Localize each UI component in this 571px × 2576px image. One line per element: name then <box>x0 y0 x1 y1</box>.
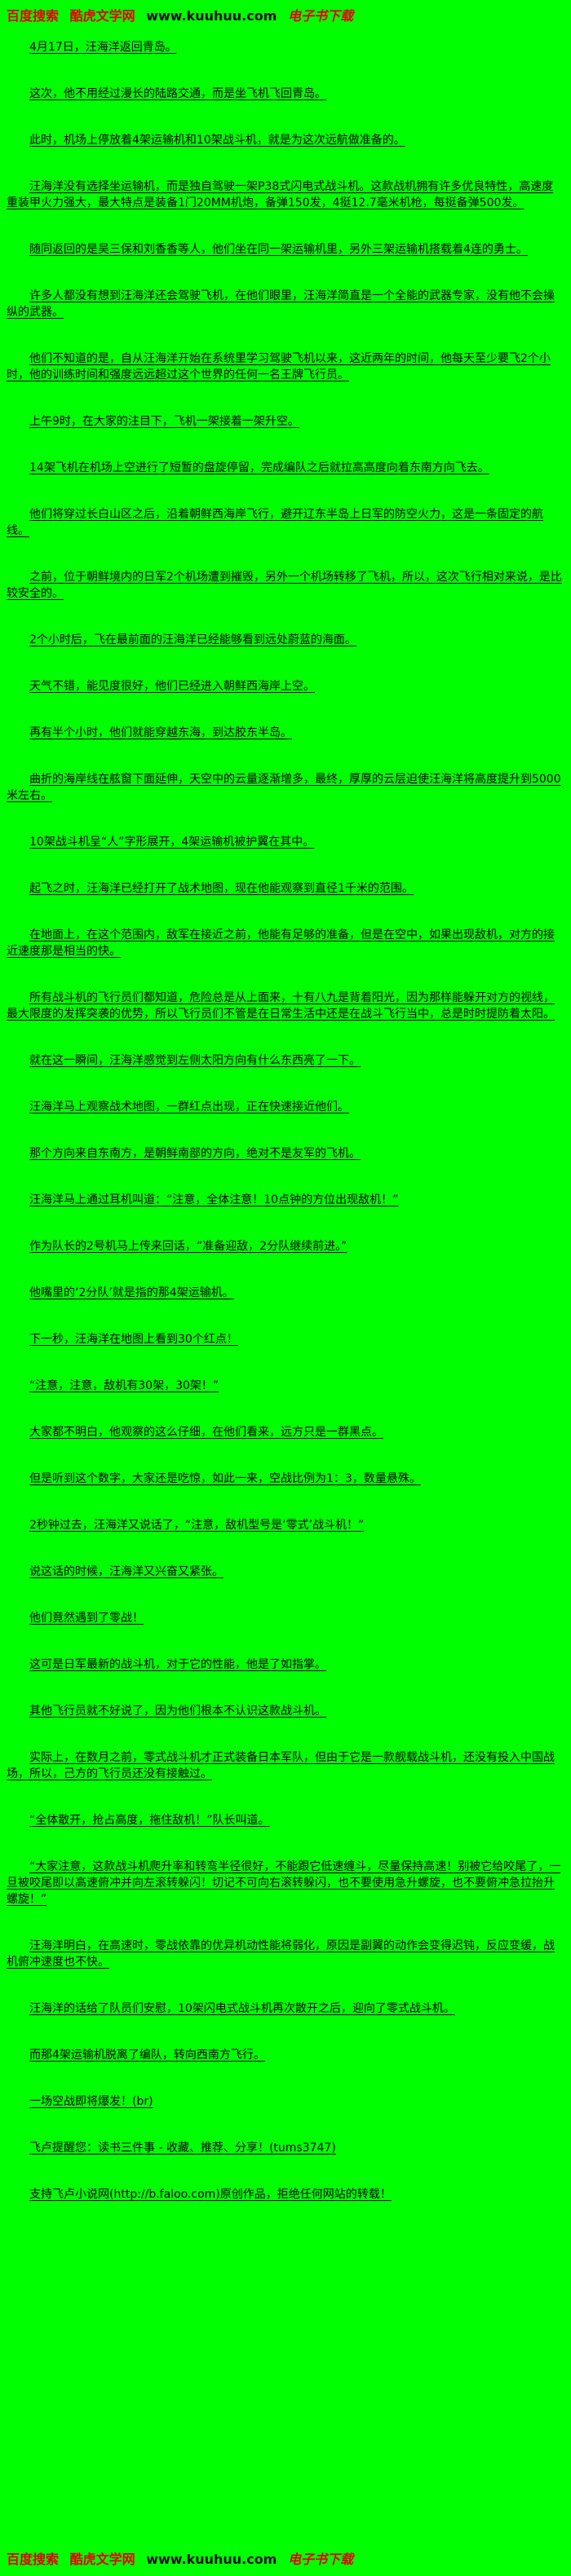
paragraph: “大家注意，这款战斗机爬升率和转弯半径很好，不能跟它低速缠斗，尽量保持高速！别被… <box>7 1860 561 1906</box>
header-ebook-download-label: 电子书下载 <box>287 8 353 24</box>
header-search-prefix: 百度搜索 <box>7 8 60 24</box>
paragraph: 汪海洋没有选择坐运输机，而是独自驾驶一架P38式闪电式战斗机。这款战机拥有许多优… <box>7 180 554 210</box>
paragraph: 作为队长的2号机马上传来回话，“准备迎敌，2分队继续前进。” <box>29 1240 347 1253</box>
chapter-content: 4月17日，汪海洋返回青岛。这次，他不用经过漫长的陆路交通，而是坐飞机飞回青岛。… <box>7 39 563 2211</box>
paragraph: 这可是日军最新的战斗机，对于它的性能，他是了如指掌。 <box>29 1658 326 1671</box>
paragraph: 实际上，在数月之前，零式战斗机才正式装备日本军队，但由于它是一款舰载战斗机，还没… <box>7 1751 555 1780</box>
paragraph: 天气不错，能见度很好，他们已经进入朝鲜西海岸上空。 <box>29 680 315 693</box>
paragraph: 但是听到这个数字，大家还是吃惊，如此一来，空战比例为1：3，数量悬殊。 <box>29 1472 421 1485</box>
footer-ebook-download-label: 电子书下载 <box>287 2552 353 2567</box>
paragraph: 支持飞卢小说网(http://b.faloo.com)原创作品，拒绝任何网站的转… <box>29 2188 392 2201</box>
paragraph: 而那4架运输机脱离了编队，转向西南方飞行。 <box>29 2049 265 2062</box>
paragraph: 他们将穿过长白山区之后，沿着朝鲜西海岸飞行，避开辽东半岛上日军的防空火力，这是一… <box>7 508 543 537</box>
paragraph: 下一秒，汪海洋在地图上看到30个红点！ <box>29 1333 238 1346</box>
paragraph: “全体散开，抢占高度，拖住敌机！”队长叫道。 <box>29 1814 270 1827</box>
paragraph: 他嘴里的‘2分队’就是指的那4架运输机。 <box>29 1286 234 1299</box>
paragraph: 说这话的时候，汪海洋又兴奋又紧张。 <box>29 1565 224 1578</box>
paragraph: 14架飞机在机场上空进行了短暂的盘旋停留，完成编队之后就拉高高度向着东南方向飞去… <box>29 461 489 474</box>
header-site-url: www.kuuhuu.com <box>146 8 277 24</box>
paragraph: 所有战斗机的飞行员们都知道，危险总是从上面来，十有八九是背着阳光，因为那样能躲开… <box>7 991 555 1021</box>
paragraph: 许多人都没有想到汪海洋还会驾驶飞机，在他们眼里，汪海洋简直是一个全能的武器专家，… <box>7 289 555 319</box>
paragraph: 他们不知道的是，自从汪海洋开始在系统里学习驾驶飞机以来，这近两年的时间，他每天至… <box>7 352 551 382</box>
paragraph: 其他飞行员就不好说了，因为他们根本不认识这款战斗机。 <box>29 1705 326 1718</box>
paragraph: 曲折的海岸线在舷窗下面延伸，天空中的云量逐渐增多，最终，厚厚的云层迫使汪海洋将高… <box>7 773 561 802</box>
paragraph: 2个小时后，飞在最前面的汪海洋已经能够看到远处蔚蓝的海面。 <box>29 633 356 646</box>
footer-site-name: 酷虎文学网 <box>69 2552 135 2567</box>
paragraph: 这次，他不用经过漫长的陆路交通，而是坐飞机飞回青岛。 <box>29 87 326 100</box>
paragraph: 他们竟然遇到了零战！ <box>29 1612 144 1625</box>
paragraph: 再有半个小时，他们就能穿越东海，到达胶东半岛。 <box>29 726 292 739</box>
paragraph: 汪海洋马上观察战术地图，一群红点出现，正在快速接近他们。 <box>29 1101 349 1114</box>
footer-search-prefix: 百度搜索 <box>7 2552 60 2567</box>
paragraph: 10架战斗机呈“人”字形展开，4架运输机被护翼在其中。 <box>29 836 315 849</box>
paragraph: 就在这一瞬间，汪海洋感觉到左侧太阳方向有什么东西亮了一下。 <box>29 1054 361 1067</box>
header-site-name: 酷虎文学网 <box>69 8 135 24</box>
paragraph: 在地面上，在这个范围内，敌军在接近之前，他能有足够的准备，但是在空中，如果出现敌… <box>7 929 555 958</box>
paragraph: “注意，注意，敌机有30架，30架！” <box>29 1379 219 1392</box>
paragraph: 此时，机场上停放着4架运输机和10架战斗机，就是为这次远航做准备的。 <box>29 134 405 147</box>
site-footer-banner: 百度搜索 酷虎文学网 www.kuuhuu.com 电子书下载 <box>7 2550 563 2569</box>
paragraph: 一场空战即将爆发！(br) <box>29 2095 153 2108</box>
paragraph: 随同返回的是吴三保和刘香香等人，他们坐在同一架运输机里，另外三架运输机搭载着4连… <box>29 243 528 256</box>
paragraph: 汪海洋马上通过耳机叫道：“注意，全体注意！10点钟的方位出现敌机！” <box>29 1193 399 1206</box>
paragraph: 汪海洋明白，在高速时，零战依靠的优异机动性能将弱化，原因是副翼的动作会变得迟钝，… <box>7 1939 555 1969</box>
paragraph: 上午9时，在大家的注目下，飞机一架接着一架升空。 <box>29 415 299 428</box>
paragraph: 飞卢提醒您：读书三件事 - 收藏、推荐、分享！(tums3747) <box>29 2142 336 2155</box>
paragraph: 4月17日，汪海洋返回青岛。 <box>29 41 177 54</box>
paragraph: 起飞之时，汪海洋已经打开了战术地图，现在他能观察到直径1千米的范围。 <box>29 882 414 895</box>
paragraph: 那个方向来自东南方，是朝鲜南部的方向，绝对不是友军的飞机。 <box>29 1147 361 1160</box>
paragraph: 之前，位于朝鲜境内的日军2个机场遭到摧毁，另外一个机场转移了飞机，所以，这次飞行… <box>7 571 562 600</box>
paragraph: 2秒钟过去，汪海洋又说话了，“注意，敌机型号是‘零式’战斗机！” <box>29 1519 365 1532</box>
paragraph: 汪海洋的话给了队员们安慰，10架闪电式战斗机再次散开之后，迎向了零式战斗机。 <box>29 2002 455 2015</box>
footer-site-url: www.kuuhuu.com <box>146 2552 277 2567</box>
paragraph: 大家都不明白，他观察的这么仔细，在他们看来，远方只是一群黑点。 <box>29 1426 383 1439</box>
site-header-banner: 百度搜索 酷虎文学网 www.kuuhuu.com 电子书下载 <box>7 7 563 26</box>
